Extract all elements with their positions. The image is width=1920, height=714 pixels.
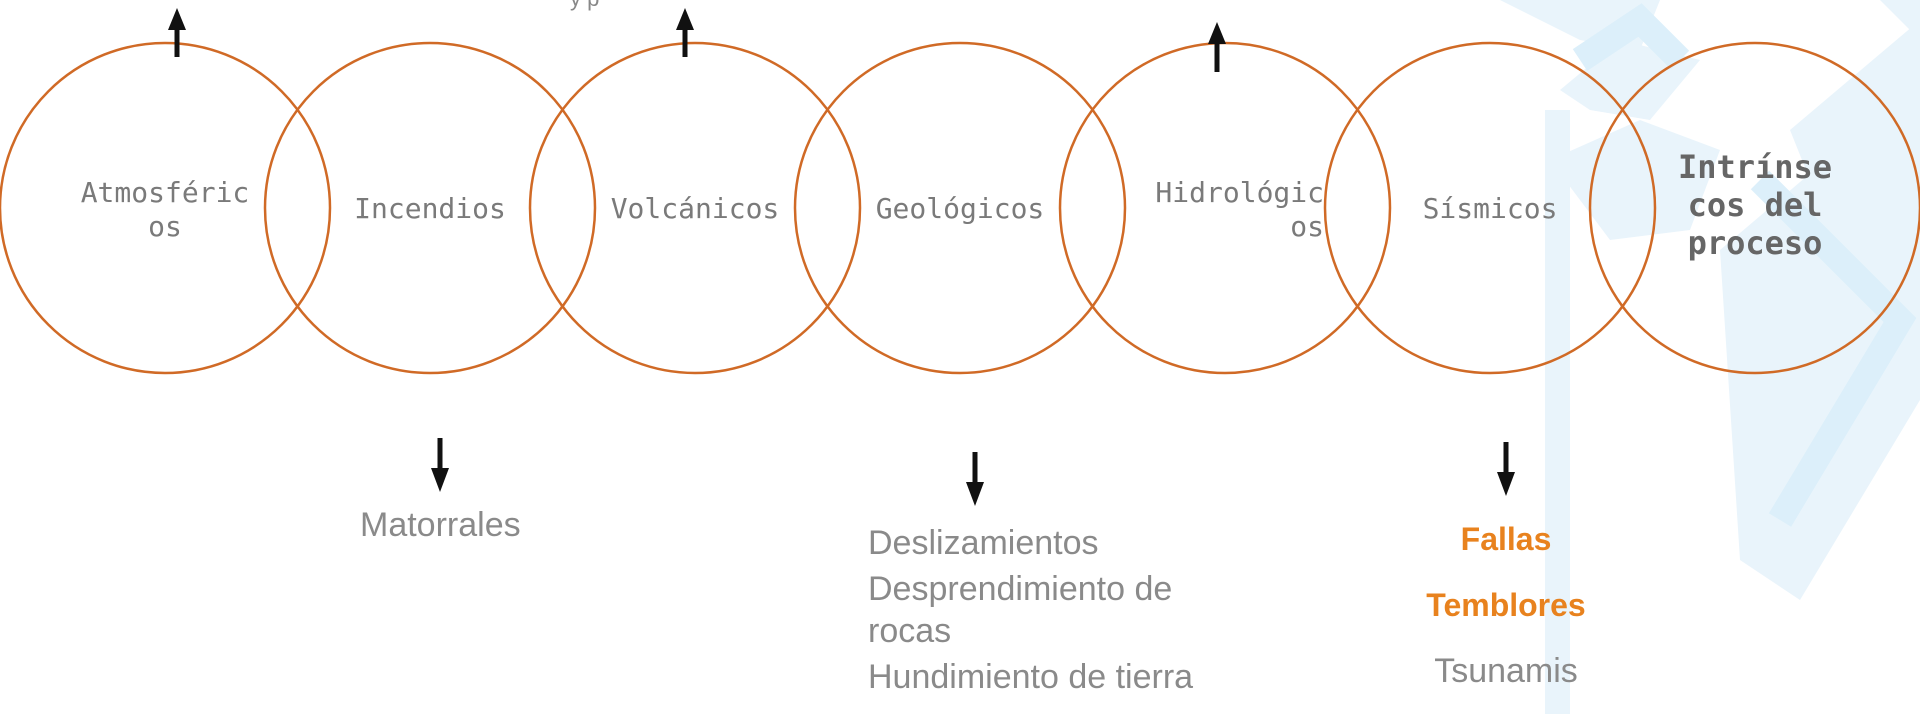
list-incendios: Matorrales xyxy=(360,504,521,550)
list-geologicos: Deslizamientos Desprendimiento de rocas … xyxy=(868,522,1288,702)
circle-sismicos xyxy=(1323,41,1657,375)
list-sismicos: Fallas Temblores Tsunamis xyxy=(1386,518,1626,696)
circle-volcanicos xyxy=(528,41,862,375)
circle-intrinsecos xyxy=(1588,41,1920,375)
list-item: Desprendimiento de xyxy=(868,570,1173,608)
list-item: Matorrales xyxy=(360,506,521,544)
label-volcanicos: Volcánicos xyxy=(610,192,780,225)
list-item: Hundimiento de tierra xyxy=(868,658,1194,696)
circle-atmosfericos xyxy=(0,41,332,375)
circle-incendios xyxy=(263,41,597,375)
label-geologicos: Geológicos xyxy=(875,192,1045,225)
arrow-down-sismicos xyxy=(1497,442,1515,496)
list-item: rocas xyxy=(868,612,952,650)
list-item: Tsunamis xyxy=(1434,652,1578,690)
label-sismicos: Sísmicos xyxy=(1422,192,1558,225)
arrow-up-atmosfericos xyxy=(168,8,186,57)
list-item-highlight: Fallas xyxy=(1460,521,1552,557)
circle-geologicos xyxy=(793,41,1127,375)
arrow-up-volcanicos xyxy=(676,8,694,57)
arrow-up-hidrologicos xyxy=(1208,22,1226,72)
partial-heading-text: y p xyxy=(570,0,599,12)
label-incendios: Incendios xyxy=(354,192,506,225)
list-item: Deslizamientos xyxy=(868,524,1099,562)
list-item-highlight: Temblores xyxy=(1426,587,1586,623)
arrow-down-incendios xyxy=(431,438,449,492)
arrow-down-geologicos xyxy=(966,452,984,506)
